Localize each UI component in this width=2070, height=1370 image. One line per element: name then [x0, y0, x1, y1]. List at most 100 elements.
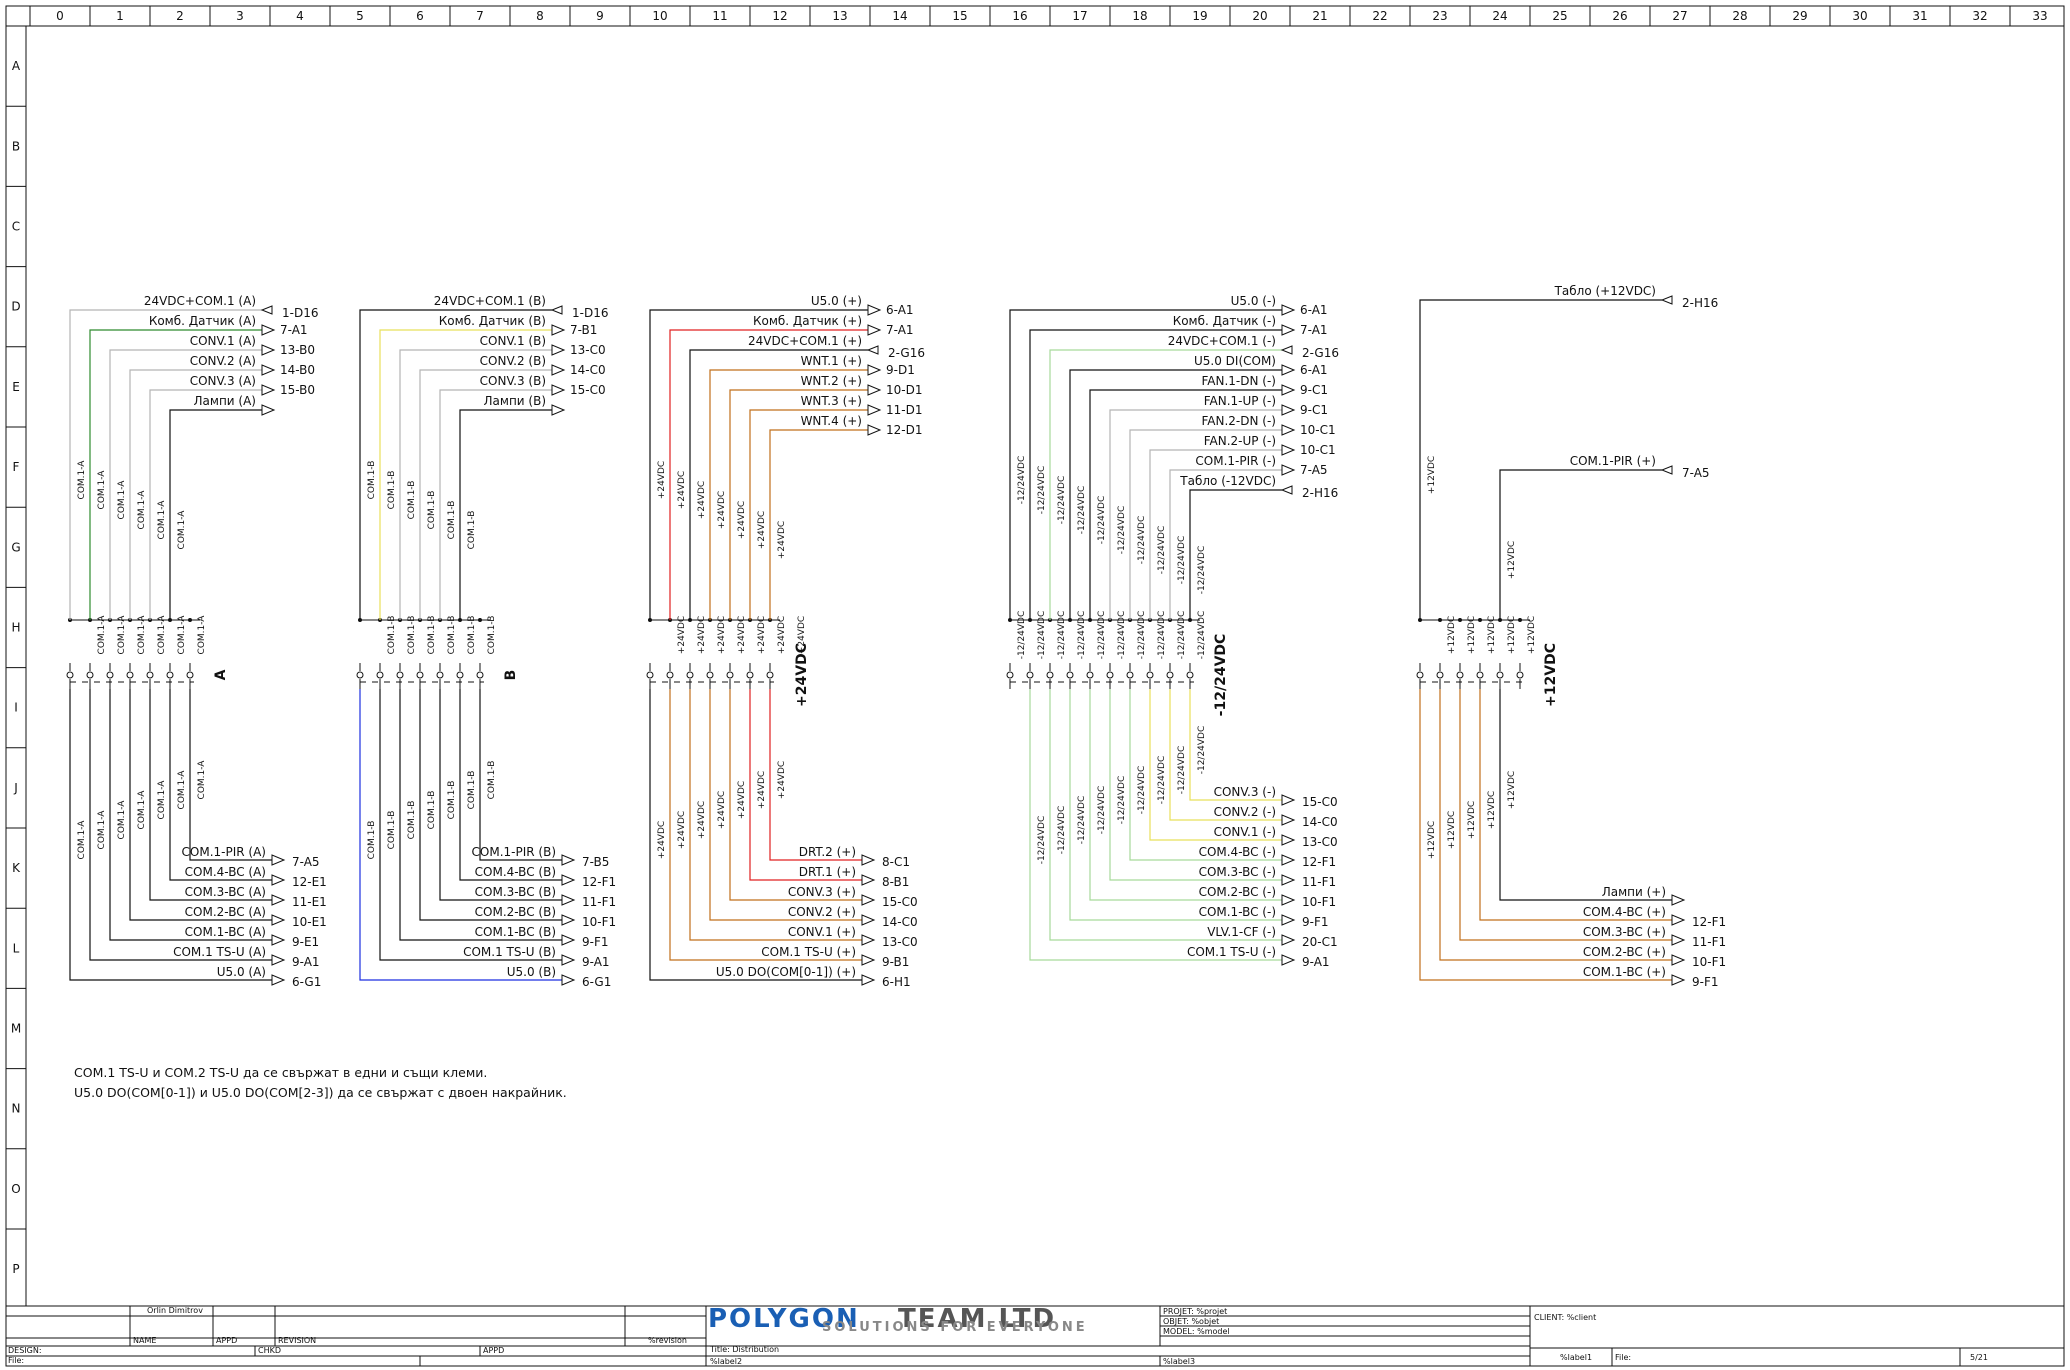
connector-arrow — [1281, 464, 1296, 476]
signal-name: CONV.2 (B) — [480, 354, 546, 368]
wire-label: COM.1-A — [137, 490, 147, 530]
wire — [149, 689, 272, 901]
signal-name: CONV.3 (A) — [190, 374, 256, 388]
terminal-clamp — [106, 671, 114, 679]
connector-arrow — [561, 894, 576, 906]
signal-name: CONV.1 (B) — [480, 334, 546, 348]
wire — [1459, 689, 1672, 941]
wire-label: +12VDC — [1507, 541, 1517, 579]
title-block-text: Orlin Dimitrov NAME APPD REVISION %revis… — [8, 1304, 1988, 1366]
cross-reference: 11-F1 — [1692, 935, 1726, 949]
wire-label: +24VDC — [717, 616, 727, 654]
wire — [1029, 689, 1282, 961]
signal-name: WNT.4 (+) — [801, 414, 862, 428]
connector-arrow — [551, 324, 566, 336]
row-label: I — [14, 701, 18, 715]
signal-name: U5.0 DI(COM) — [1194, 354, 1276, 368]
cross-reference: 9-F1 — [1302, 915, 1329, 929]
tb-title: Title: Distribution — [709, 1345, 779, 1354]
cross-reference: 11-D1 — [886, 403, 922, 417]
connector-arrow — [1281, 324, 1296, 336]
wire — [649, 689, 862, 981]
connector-arrow — [1281, 424, 1296, 436]
tb-hdr-name: NAME — [133, 1336, 156, 1345]
terminal-clamp — [1186, 671, 1194, 679]
terminal-clamp — [706, 671, 714, 679]
connector-arrow — [561, 914, 576, 926]
connector-arrow — [1281, 444, 1296, 456]
wire — [1479, 689, 1672, 921]
terminal-clamp — [86, 671, 94, 679]
column-label: 5 — [356, 9, 364, 23]
tb-hdr-appd: APPD — [216, 1336, 237, 1345]
cross-reference: 14-B0 — [280, 363, 315, 377]
column-label: 25 — [1552, 9, 1567, 23]
wire-label: COM.1-B — [447, 501, 457, 540]
cross-reference: 9-A1 — [582, 955, 610, 969]
terminal-clamp — [1436, 671, 1444, 679]
wire — [1499, 689, 1672, 901]
connector-arrow — [261, 384, 276, 396]
connector-arrow — [561, 854, 576, 866]
wire — [1189, 489, 1282, 620]
signal-name: DRT.2 (+) — [799, 845, 856, 859]
signal-name: COM.1-PIR (+) — [1570, 454, 1656, 468]
wire-label: +24VDC — [757, 511, 767, 549]
wire — [729, 389, 868, 620]
column-label: 17 — [1072, 9, 1087, 23]
group-label: +24VDC — [794, 643, 810, 707]
cross-reference: 9-C1 — [1300, 403, 1328, 417]
wire — [479, 689, 562, 861]
signal-name: COM.1-PIR (-) — [1195, 454, 1276, 468]
cross-reference: 9-A1 — [1302, 955, 1330, 969]
signal-name: U5.0 DO(COM[0-1]) (+) — [716, 965, 856, 979]
wire — [359, 689, 562, 981]
cross-reference: 11-F1 — [582, 895, 616, 909]
cross-reference: 2-G16 — [888, 346, 925, 360]
wire-label: +12VDC — [1447, 616, 1457, 654]
wire-label: -12/24VDC — [1137, 611, 1147, 660]
wire-label: +24VDC — [697, 481, 707, 519]
wire-label: -12/24VDC — [1037, 611, 1047, 660]
terminal-clamp — [1046, 671, 1054, 679]
signal-name: COM.2-BC (+) — [1583, 945, 1666, 959]
wire-label: COM.1-A — [97, 615, 107, 655]
connector-arrow — [861, 874, 876, 886]
note-1: COM.1 TS-U и COM.2 TS-U да се свържат в … — [74, 1065, 487, 1080]
tb-file2: File: — [1615, 1353, 1631, 1362]
wire — [709, 689, 862, 921]
wire-label: -12/24VDC — [1037, 466, 1047, 515]
wire — [1129, 429, 1282, 620]
connector-arrow — [867, 424, 882, 436]
row-label: M — [11, 1022, 21, 1036]
tb-label1: %label1 — [1560, 1353, 1592, 1362]
wire-label: -12/24VDC — [1037, 816, 1047, 865]
wire-label: -12/24VDC — [1117, 776, 1127, 825]
terminal-clamp — [1086, 671, 1094, 679]
tb-project: PROJET: %projet — [1163, 1307, 1227, 1316]
connector-arrow — [1671, 934, 1686, 946]
terminal-clamp — [66, 671, 74, 679]
cross-reference: 9-F1 — [582, 935, 609, 949]
signal-name: Комб. Датчик (A) — [149, 314, 256, 328]
bus-junction — [1458, 618, 1462, 622]
column-label: 7 — [476, 9, 484, 23]
tb-name-value: Orlin Dimitrov — [147, 1306, 203, 1315]
signal-name: Лампи (A) — [194, 394, 256, 408]
wire-label: +24VDC — [777, 761, 787, 799]
column-label: 26 — [1612, 9, 1627, 23]
tb-page: 5/21 — [1970, 1353, 1988, 1362]
wire-label: -12/24VDC — [1077, 611, 1087, 660]
terminal-clamp — [1026, 671, 1034, 679]
wire — [689, 689, 862, 941]
connector-arrow — [271, 894, 286, 906]
wire — [439, 689, 562, 901]
bus-junction — [1478, 618, 1482, 622]
cross-reference: 12-E1 — [292, 875, 327, 889]
column-label: 32 — [1972, 9, 1987, 23]
signal-name: COM.4-BC (A) — [185, 865, 266, 879]
column-label: 23 — [1432, 9, 1447, 23]
